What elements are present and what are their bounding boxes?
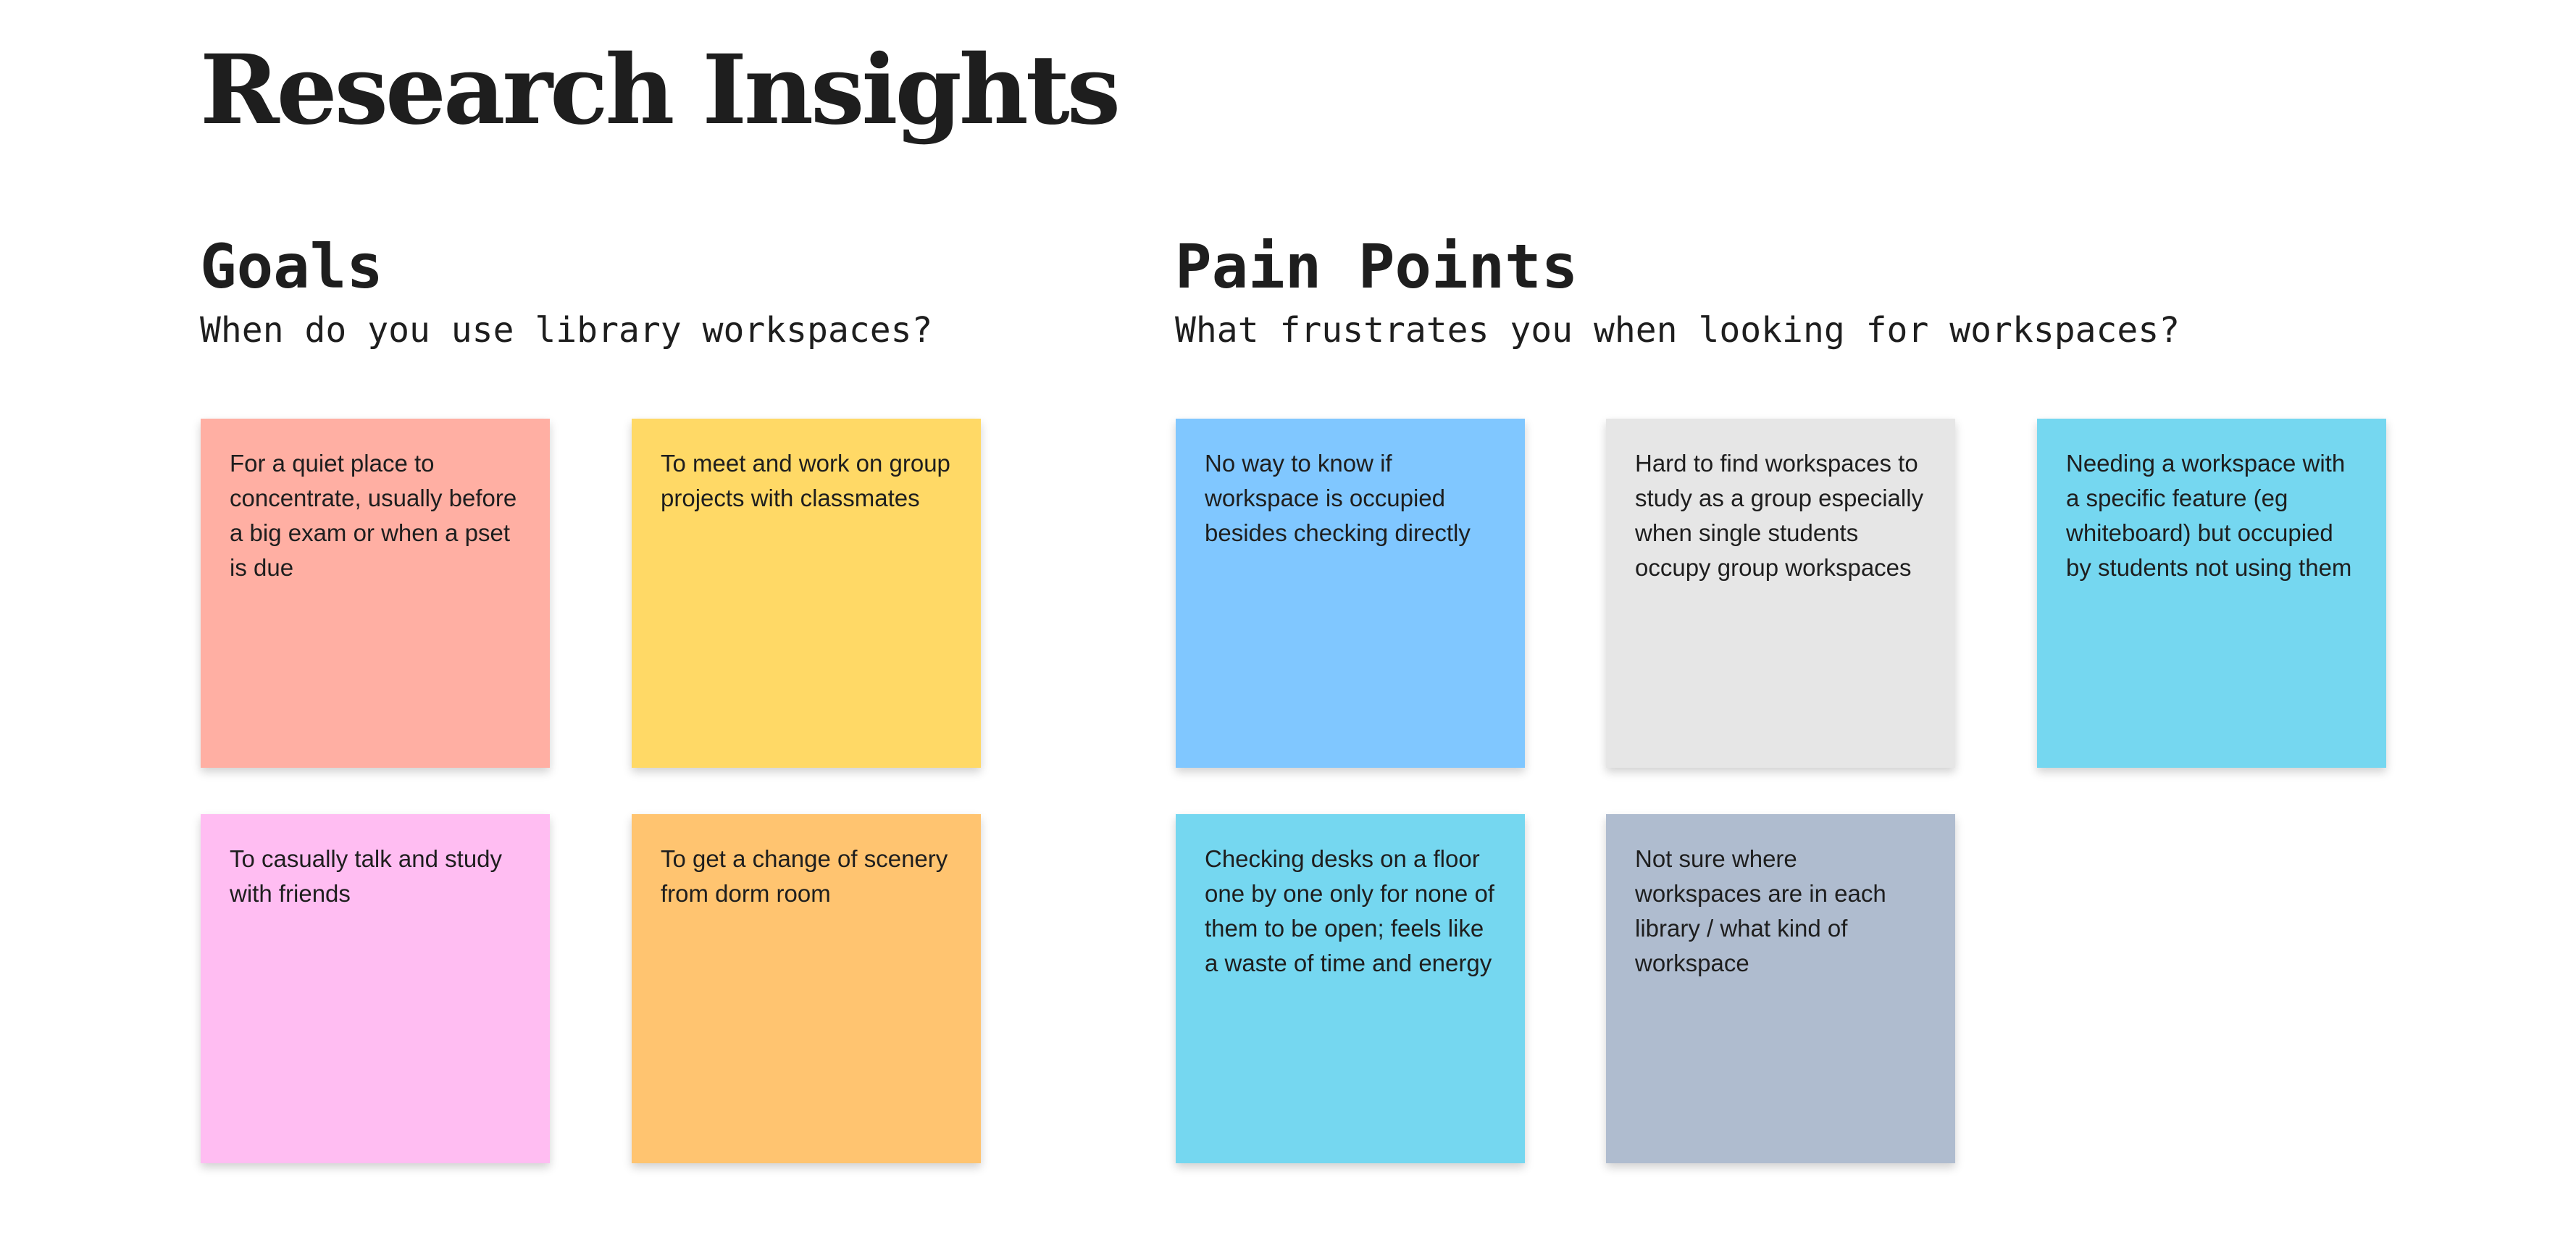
page-title: Research Insights bbox=[200, 34, 1121, 146]
pain-points-section: Pain Points What frustrates you when loo… bbox=[1175, 233, 2180, 352]
pain-point-sticky-note[interactable]: Needing a workspace with a specific feat… bbox=[2037, 419, 2386, 768]
pain-point-sticky-note[interactable]: Checking desks on a floor one by one onl… bbox=[1176, 814, 1525, 1163]
sticky-note-text: No way to know if workspace is occupied … bbox=[1205, 450, 1471, 546]
pain-point-sticky-note[interactable]: Not sure where workspaces are in each li… bbox=[1606, 814, 1955, 1163]
goals-question: When do you use library workspaces? bbox=[200, 310, 933, 351]
sticky-note-text: To get a change of scenery from dorm roo… bbox=[661, 845, 948, 907]
goal-sticky-note[interactable]: To get a change of scenery from dorm roo… bbox=[632, 814, 981, 1163]
goal-sticky-note[interactable]: To meet and work on group projects with … bbox=[632, 419, 981, 768]
pain-points-question: What frustrates you when looking for wor… bbox=[1175, 310, 2180, 351]
goals-section: Goals When do you use library workspaces… bbox=[200, 233, 932, 352]
sticky-note-text: Checking desks on a floor one by one onl… bbox=[1205, 845, 1494, 976]
sticky-note-text: To meet and work on group projects with … bbox=[661, 450, 950, 511]
sticky-note-text: For a quiet place to concentrate, usuall… bbox=[230, 450, 517, 581]
pain-point-sticky-note[interactable]: Hard to find workspaces to study as a gr… bbox=[1606, 419, 1955, 768]
sticky-note-text: To casually talk and study with friends bbox=[230, 845, 503, 907]
pain-point-sticky-note[interactable]: No way to know if workspace is occupied … bbox=[1176, 419, 1525, 768]
goals-heading: Goals bbox=[200, 231, 383, 302]
pain-points-heading: Pain Points bbox=[1175, 231, 1578, 302]
goal-sticky-note[interactable]: To casually talk and study with friends bbox=[201, 814, 550, 1163]
sticky-note-text: Hard to find workspaces to study as a gr… bbox=[1635, 450, 1924, 581]
sticky-note-text: Not sure where workspaces are in each li… bbox=[1635, 845, 1886, 976]
sticky-note-text: Needing a workspace with a specific feat… bbox=[2066, 450, 2352, 581]
goal-sticky-note[interactable]: For a quiet place to concentrate, usuall… bbox=[201, 419, 550, 768]
